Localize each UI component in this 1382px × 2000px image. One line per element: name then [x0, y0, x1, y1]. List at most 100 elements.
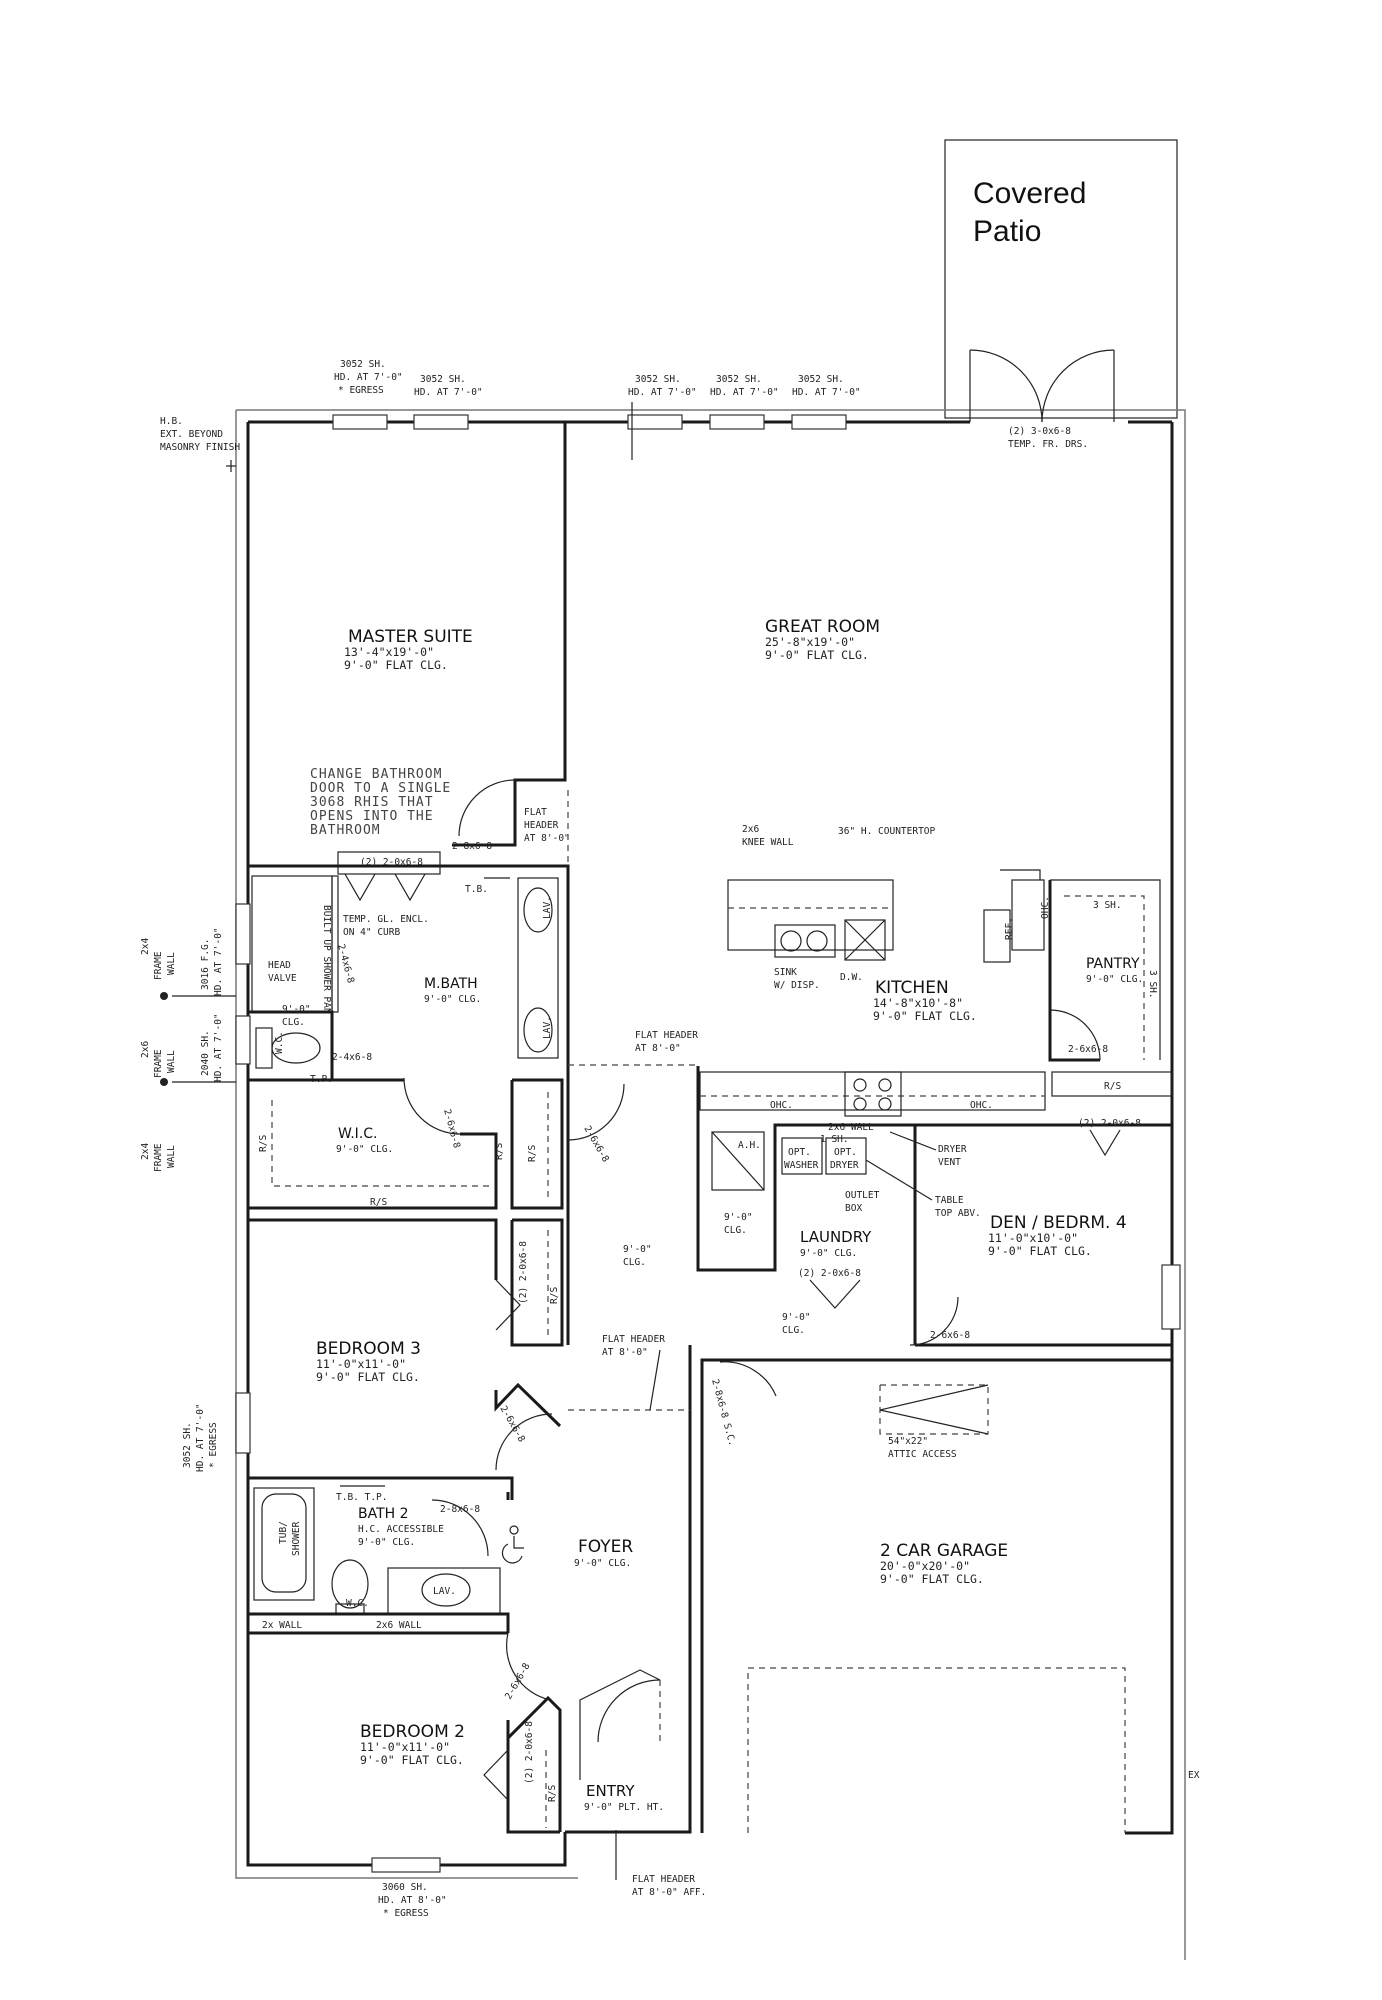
- wic-name: W.I.C.: [338, 1126, 378, 1142]
- bedroom-3-ceiling: 9'-0" FLAT CLG.: [316, 1370, 420, 1384]
- wic-wall: [248, 1132, 498, 1210]
- flat-header-1: FLAT: [524, 807, 547, 818]
- bed3-window-c: * EGRESS: [208, 1422, 219, 1468]
- laundry: A.H. 9'-0" CLG. 2x6 WALL OPT. WASHER OPT…: [696, 1122, 981, 1345]
- entry-ceiling: 9'-0" PLT. HT.: [584, 1802, 664, 1813]
- great-room-size: 25'-8"x19'-0": [765, 635, 855, 649]
- lav-1: [523, 887, 553, 933]
- laundry-ceiling: 9'-0" CLG.: [800, 1248, 857, 1259]
- window-5-label: 3052 SH.: [798, 374, 844, 385]
- bed2-window-b: HD. AT 8'-0": [378, 1895, 447, 1906]
- covered-patio: Covered Patio: [944, 139, 1178, 419]
- bedroom-2-size: 11'-0"x11'-0": [360, 1740, 450, 1754]
- window-1: [332, 414, 388, 430]
- washer-opt: OPT.: [788, 1147, 811, 1158]
- ohc-right: OHC.: [970, 1100, 993, 1111]
- bed3-north: [248, 1218, 498, 1280]
- bedroom-3: (2) 2-0x6-8 BEDROOM 3 11'-0"x11'-0" 9'-0…: [182, 1218, 562, 1500]
- sink-label: SINK: [774, 967, 797, 978]
- mbath-name: M.BATH: [424, 976, 478, 992]
- window-4: [709, 414, 765, 430]
- burner-1: [853, 1078, 867, 1092]
- entry-door-swing: [597, 1679, 661, 1743]
- wic-rs-right: R/S: [494, 1143, 505, 1160]
- hall-header-a: FLAT HEADER: [602, 1334, 665, 1345]
- dryer-label: DRYER: [830, 1160, 859, 1171]
- pantry-door-label: 2-6x6-8: [1068, 1044, 1108, 1055]
- pantry-ceiling: 9'-0" CLG.: [1086, 974, 1143, 985]
- change-note-4: OPENS INTO THE: [310, 809, 434, 824]
- wc-bowl: [271, 1032, 321, 1064]
- hall2-ceiling-b: CLG.: [782, 1325, 805, 1336]
- frame-2x4b-b: FRAME: [153, 1143, 164, 1172]
- hall: 9'-0" CLG. FLAT HEADER AT 8'-0": [566, 1080, 690, 1411]
- wic-rs-left: R/S: [258, 1135, 269, 1152]
- frame-2x6-a: 2x6: [140, 1041, 151, 1058]
- frame-2x4-a: 2x4: [140, 938, 151, 955]
- entry-door-swing-line: [579, 1669, 661, 1780]
- bath2-tbtp: T.B. T.P.: [336, 1492, 387, 1503]
- laundry-bifold: [809, 1279, 861, 1309]
- bed2-closet: [506, 1738, 560, 1834]
- hb-ext: EXT. BEYOND: [160, 429, 223, 440]
- bedroom-2: R/S (2) 2-0x6-8 2-6x6-8 BEDROOM 2 11'-0"…: [248, 1631, 562, 1919]
- attic-diag-1: [879, 1384, 989, 1411]
- range: [844, 1071, 902, 1117]
- bath2-2x-wall: 2x WALL: [262, 1620, 302, 1631]
- ah-label: A.H.: [738, 1140, 761, 1151]
- wc-tank: [255, 1027, 273, 1069]
- lav-1-label: LAV.: [542, 896, 553, 919]
- foyer-ceiling: 9'-0" CLG.: [574, 1558, 631, 1569]
- laundry-2x6-wall: 2x6 WALL: [828, 1122, 874, 1133]
- pantry-name: PANTRY: [1086, 956, 1140, 972]
- bath2-door-swing: [431, 1499, 489, 1557]
- window-2-label: 3052 SH.: [420, 374, 466, 385]
- change-note-2: DOOR TO A SINGLE: [310, 781, 451, 796]
- window-4-header: HD. AT 7'-0": [710, 387, 779, 398]
- washer-label: WASHER: [784, 1160, 819, 1171]
- garage-ceiling: 9'-0" FLAT CLG.: [880, 1572, 984, 1586]
- window-1-header: HD. AT 7'-0": [334, 372, 403, 383]
- mbath-ceiling: 9'-0" CLG.: [424, 994, 481, 1005]
- window-3-header: HD. AT 7'-0": [628, 387, 697, 398]
- change-note-5: BATHROOM: [310, 823, 381, 838]
- table-top-leader: [865, 1159, 933, 1201]
- bedroom-3-size: 11'-0"x11'-0": [316, 1357, 406, 1371]
- kitchen-ceiling: 9'-0" FLAT CLG.: [873, 1009, 977, 1023]
- outlet-box-a: OUTLET: [845, 1190, 880, 1201]
- bifold-right: [394, 873, 426, 902]
- air-handler: [711, 1131, 765, 1191]
- flat-header-k-a: FLAT HEADER: [635, 1030, 698, 1041]
- patio-label-line1: Covered: [973, 177, 1086, 210]
- flat-header-2: HEADER: [524, 820, 559, 831]
- bed2-door-swing: [506, 1632, 551, 1701]
- master-door-label: 2-8x6-8: [452, 841, 492, 852]
- attic-diag-2: [879, 1409, 989, 1435]
- walk-in-closet: W.I.C. 9'-0" CLG. R/S R/S R/S: [248, 1078, 505, 1210]
- dryer-opt: OPT.: [834, 1147, 857, 1158]
- wc-label: W.C.: [274, 1031, 285, 1054]
- entry: ENTRY 9'-0" PLT. HT. FLAT HEADER AT 8'-0…: [579, 1669, 706, 1898]
- bed2-closet-door-label: (2) 2-0x6-8: [524, 1721, 535, 1784]
- frame-2x4-b: FRAME: [153, 951, 164, 980]
- attic-access: [879, 1384, 989, 1435]
- dryer-vent-a: DRYER: [938, 1144, 967, 1155]
- outlet-box-b: BOX: [845, 1203, 862, 1214]
- door-swing-left: [969, 349, 1043, 423]
- patio-door-label: (2) 3-0x6-8: [1008, 426, 1071, 437]
- frame-2x4-c: WALL: [166, 952, 177, 975]
- frame-2x4b-a: 2x4: [140, 1143, 151, 1160]
- frame-2x4b-c: WALL: [166, 1145, 177, 1168]
- entry-header-a: FLAT HEADER: [632, 1874, 695, 1885]
- sink-bowl-2: [806, 930, 828, 952]
- hb-masonry: MASONRY FINISH: [160, 442, 240, 453]
- wc-wall: [248, 1010, 334, 1080]
- entry-header-b: AT 8'-0" AFF.: [632, 1887, 706, 1898]
- dw-x2: [844, 919, 886, 961]
- bifold-left: [344, 873, 376, 902]
- built-up-shower-pan: BUILT UP SHOWER PAN: [321, 905, 332, 1014]
- window-3-label: 3052 SH.: [635, 374, 681, 385]
- patio-doors: (2) 3-0x6-8 TEMP. FR. DRS.: [969, 349, 1128, 450]
- temp-gl-encl: TEMP. GL. ENCL.: [343, 914, 429, 925]
- ohc-vertical: OHC.: [1040, 896, 1051, 919]
